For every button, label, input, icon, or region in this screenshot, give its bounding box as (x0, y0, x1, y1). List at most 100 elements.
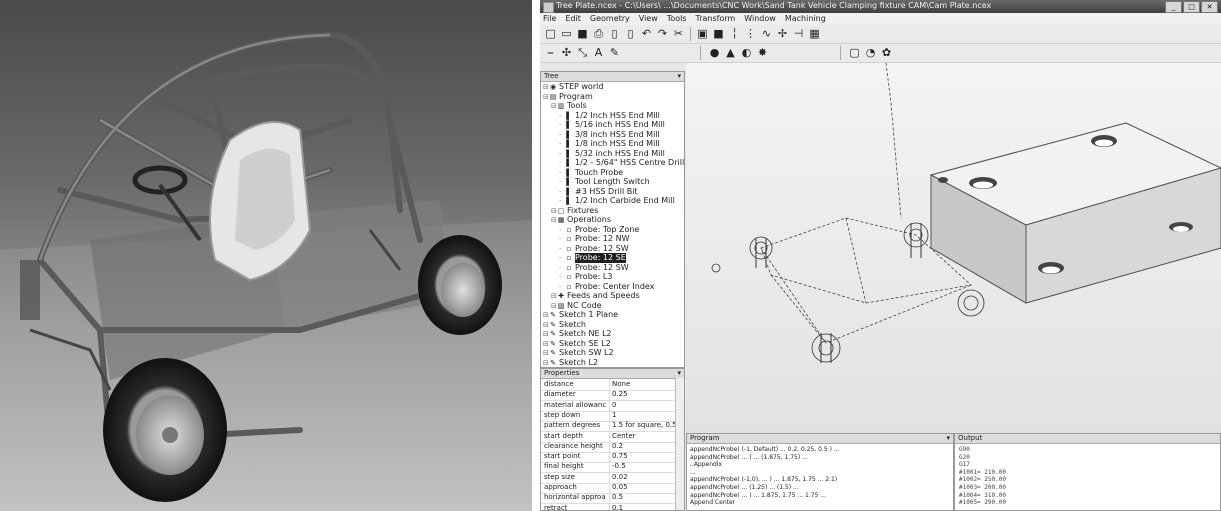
tree-item[interactable]: ⊟▥Tools (551, 101, 587, 111)
arc-icon[interactable]: ⋮ (745, 27, 756, 40)
property-value[interactable]: 0.2 (609, 440, 678, 452)
axis-icon[interactable]: ⊣ (793, 27, 804, 40)
tree-expander-icon[interactable]: · (559, 121, 562, 129)
pen-icon[interactable]: ✎ (609, 46, 620, 59)
tree-item[interactable]: ⊟▤Program (543, 92, 593, 102)
title-bar[interactable]: Tree Plate.ncex - C:\Users\ ...\Document… (540, 0, 1221, 13)
tree-expander-icon[interactable]: · (559, 282, 562, 291)
tree-expander-icon[interactable]: ⊟ (551, 102, 557, 110)
fit-icon[interactable]: ▢ (849, 46, 860, 59)
menu-window[interactable]: Window (744, 14, 776, 23)
tree-item[interactable]: ·▫Probe: 12 SW (559, 263, 629, 273)
tree-expander-icon[interactable]: · (559, 235, 562, 243)
light-icon[interactable]: ✸ (757, 46, 768, 59)
tree-expander-icon[interactable]: ⊟ (551, 206, 557, 215)
properties-scrollbar[interactable] (675, 378, 684, 510)
tree-expander-icon[interactable]: · (559, 168, 562, 177)
tree-expander-icon[interactable]: ⊟ (543, 349, 549, 357)
property-value[interactable]: 0.25 (609, 389, 678, 401)
save-icon[interactable]: ■ (577, 27, 588, 40)
dimension-icon[interactable]: ⤡ (578, 46, 587, 59)
undo-icon[interactable]: ↶ (641, 27, 652, 40)
tree-expander-icon[interactable]: ⊟ (551, 292, 557, 300)
tree-item[interactable]: ⊟◉STEP world (543, 82, 603, 92)
tree-expander-icon[interactable]: · (559, 159, 562, 167)
tree-item[interactable]: ·▫Probe: Top Zone (559, 225, 639, 235)
minimize-button[interactable]: _ (1165, 1, 1182, 13)
tree-item[interactable]: ⊟▧NC Code (551, 301, 602, 311)
menu-view[interactable]: View (638, 14, 658, 23)
tree-item[interactable]: ·▫Probe: 12 SW (559, 244, 629, 254)
snap-icon[interactable]: ✣ (561, 46, 572, 59)
property-value[interactable]: 1.5 for square, 0.5 for (609, 420, 678, 432)
menu-tools[interactable]: Tools (666, 14, 687, 23)
close-button[interactable]: ✕ (1201, 1, 1218, 13)
box-icon[interactable]: ■ (713, 27, 724, 40)
tree-expander-icon[interactable]: · (559, 225, 562, 234)
property-value[interactable]: 1 (609, 409, 678, 421)
property-value[interactable]: 0 (609, 399, 678, 411)
property-value[interactable]: 0.75 (609, 451, 678, 463)
tree-item[interactable]: ⊟✚Feeds and Speeds (551, 291, 640, 301)
tree-item[interactable]: ·▌5/16 inch HSS End Mill (559, 120, 665, 130)
property-value[interactable]: -0.5 (609, 461, 678, 473)
line-tool-icon[interactable]: ⎯ (547, 46, 554, 59)
select-icon[interactable]: ▣ (697, 27, 708, 40)
tree-expander-icon[interactable]: ⊟ (543, 358, 549, 367)
tree-expander-icon[interactable]: · (559, 140, 562, 148)
tree-item[interactable]: ⊟✎Sketch SW L2 (543, 348, 614, 358)
tree-expander-icon[interactable]: · (559, 244, 562, 253)
tree-item[interactable]: ·▌5/32 inch HSS End Mill (559, 149, 665, 159)
line-icon[interactable]: ╎ (731, 27, 738, 40)
tree-item[interactable]: ⊟▢Fixtures (551, 206, 598, 216)
graphics-viewport[interactable] (686, 63, 1221, 433)
open-icon[interactable]: ▭ (561, 27, 572, 40)
cut-icon[interactable]: ✂ (673, 27, 684, 40)
property-value[interactable]: 0.1 (609, 502, 678, 510)
property-value[interactable]: None (609, 379, 678, 390)
new-icon[interactable]: □ (545, 27, 556, 40)
tree-item[interactable]: ⊟✎Sketch NE L2 (543, 329, 612, 339)
solid-icon[interactable]: ● (709, 46, 720, 59)
panel-close-icon[interactable]: ▾ (946, 434, 950, 442)
tree-item[interactable]: ·▫Probe: 12 NW (559, 234, 630, 244)
tree-item[interactable]: ⊟▦Operations (551, 215, 611, 225)
tree-expander-icon[interactable]: ⊟ (551, 301, 557, 310)
property-value[interactable]: Center (609, 430, 678, 442)
tree-expander-icon[interactable]: · (559, 111, 562, 120)
redo-icon[interactable]: ↷ (657, 27, 668, 40)
tree-item[interactable]: ·▌3/8 inch HSS End Mill (559, 130, 660, 140)
tree-expander-icon[interactable]: ⊟ (543, 311, 549, 319)
property-value[interactable]: 0.02 (609, 471, 678, 483)
calc-icon[interactable]: ▦ (809, 27, 820, 40)
tree-expander-icon[interactable]: ⊟ (543, 320, 549, 329)
menu-edit[interactable]: Edit (565, 14, 581, 23)
tree-item[interactable]: ·▫Probe: 12 SE (559, 253, 626, 263)
tree-expander-icon[interactable]: · (559, 273, 562, 281)
tree-item[interactable]: ·▫Probe: L3 (559, 272, 612, 282)
menu-geometry[interactable]: Geometry (589, 14, 630, 23)
menu-transform[interactable]: Transform (695, 14, 736, 23)
tree-expander-icon[interactable]: · (559, 197, 562, 205)
tree-expander-icon[interactable]: ⊟ (543, 92, 549, 101)
text-icon[interactable]: A (594, 46, 603, 59)
tree-expander-icon[interactable]: ⊟ (543, 83, 549, 91)
panel-close-icon[interactable]: ▾ (677, 369, 681, 377)
tree-expander-icon[interactable]: ⊟ (551, 216, 557, 224)
tree-item[interactable]: ·▌1/8 inch HSS End Mill (559, 139, 660, 149)
tree-expander-icon[interactable]: ⊟ (543, 339, 549, 348)
tree-expander-icon[interactable]: ⊟ (543, 330, 549, 338)
copy-icon[interactable]: ▯ (627, 27, 634, 40)
orbit-icon[interactable]: ✿ (881, 46, 892, 59)
property-value[interactable]: 0.5 (609, 492, 678, 504)
tree-expander-icon[interactable]: · (559, 178, 562, 186)
menu-file[interactable]: File (543, 14, 557, 23)
tree-item[interactable]: ⊟✎Sketch (543, 320, 586, 330)
maximize-button[interactable]: □ (1183, 1, 1200, 13)
property-value[interactable]: 0.05 (609, 482, 678, 493)
point-icon[interactable]: ✢ (777, 27, 788, 40)
tree-expander-icon[interactable]: · (559, 254, 562, 262)
tree-item[interactable]: ·▌Touch Probe (559, 168, 623, 178)
tree-expander-icon[interactable]: · (559, 130, 562, 139)
